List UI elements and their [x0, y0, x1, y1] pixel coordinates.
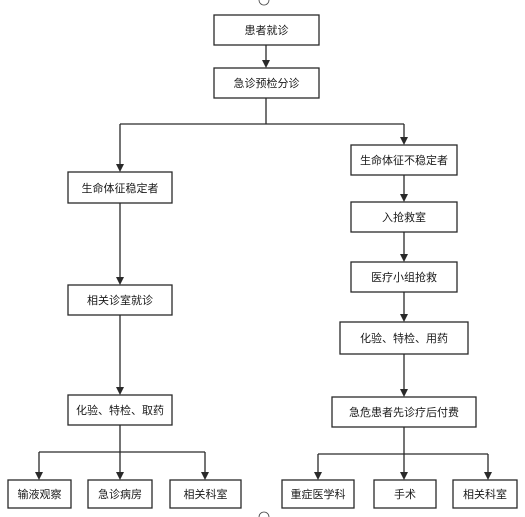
- edge-split-to-unstable-arrowhead: [400, 137, 408, 145]
- node-rescue-team-label: 医疗小组抢救: [371, 270, 437, 284]
- node-resus-room: 入抢救室: [350, 201, 458, 233]
- node-resus-room-label: 入抢救室: [382, 210, 426, 224]
- node-treat-first-label: 急危患者先诊疗后付费: [349, 405, 459, 419]
- edge-split-to-stable-arrowhead: [116, 164, 124, 172]
- node-triage-label: 急诊预检分诊: [234, 76, 300, 90]
- flowchart-edges: [35, 45, 492, 480]
- edge-to-infusion-arrowhead: [35, 472, 43, 480]
- edge-tests-to-treatfirst-arrowhead: [400, 389, 408, 397]
- node-emergency-ward-label: 急诊病房: [98, 487, 142, 501]
- node-tests-right: 化验、特检、用药: [339, 321, 469, 355]
- node-icu: 重症医学科: [281, 479, 355, 509]
- node-related-dept-right-label: 相关科室: [463, 487, 507, 501]
- edge-to-surgery-arrowhead: [400, 472, 408, 480]
- edge-unstable-to-resus-arrowhead: [400, 194, 408, 202]
- edge-to-emergency-ward-arrowhead: [116, 472, 124, 480]
- node-surgery-label: 手术: [394, 487, 416, 501]
- node-tests-left-label: 化验、特检、取药: [76, 403, 164, 417]
- node-triage: 急诊预检分诊: [213, 67, 320, 99]
- node-related-clinic: 相关诊室就诊: [67, 284, 173, 316]
- node-infusion: 输液观察: [7, 479, 72, 509]
- end-connector-circle: [258, 511, 270, 517]
- node-rescue-team: 医疗小组抢救: [350, 261, 458, 293]
- edge-resus-to-team-arrowhead: [400, 254, 408, 262]
- node-related-dept-right: 相关科室: [452, 479, 518, 509]
- node-tests-right-label: 化验、特检、用药: [360, 331, 448, 345]
- node-tests-left: 化验、特检、取药: [67, 394, 173, 426]
- node-icu-label: 重症医学科: [291, 487, 346, 501]
- node-related-dept-left-label: 相关科室: [184, 487, 228, 501]
- edge-stable-to-clinic-arrowhead: [116, 277, 124, 285]
- node-related-dept-left: 相关科室: [169, 479, 242, 509]
- node-unstable: 生命体征不稳定者: [350, 144, 458, 176]
- node-patient-visit: 患者就诊: [213, 14, 320, 46]
- node-stable-label: 生命体征稳定者: [82, 181, 159, 195]
- node-related-clinic-label: 相关诊室就诊: [87, 293, 153, 307]
- node-stable: 生命体征稳定者: [67, 171, 173, 204]
- edge-to-related-dept-left-arrowhead: [201, 472, 209, 480]
- edge-to-icu-arrowhead: [314, 472, 322, 480]
- node-treat-first: 急危患者先诊疗后付费: [331, 396, 477, 428]
- node-unstable-label: 生命体征不稳定者: [360, 153, 448, 167]
- node-infusion-label: 输液观察: [18, 487, 62, 501]
- node-emergency-ward: 急诊病房: [87, 479, 153, 509]
- edge-visit-to-triage-arrowhead: [262, 60, 270, 68]
- node-patient-visit-label: 患者就诊: [245, 23, 289, 37]
- node-surgery: 手术: [373, 479, 437, 509]
- edge-clinic-to-tests-arrowhead: [116, 387, 124, 395]
- start-connector-circle: [258, 0, 270, 6]
- edge-to-related-dept-right-arrowhead: [484, 472, 492, 480]
- edge-team-to-tests-arrowhead: [400, 314, 408, 322]
